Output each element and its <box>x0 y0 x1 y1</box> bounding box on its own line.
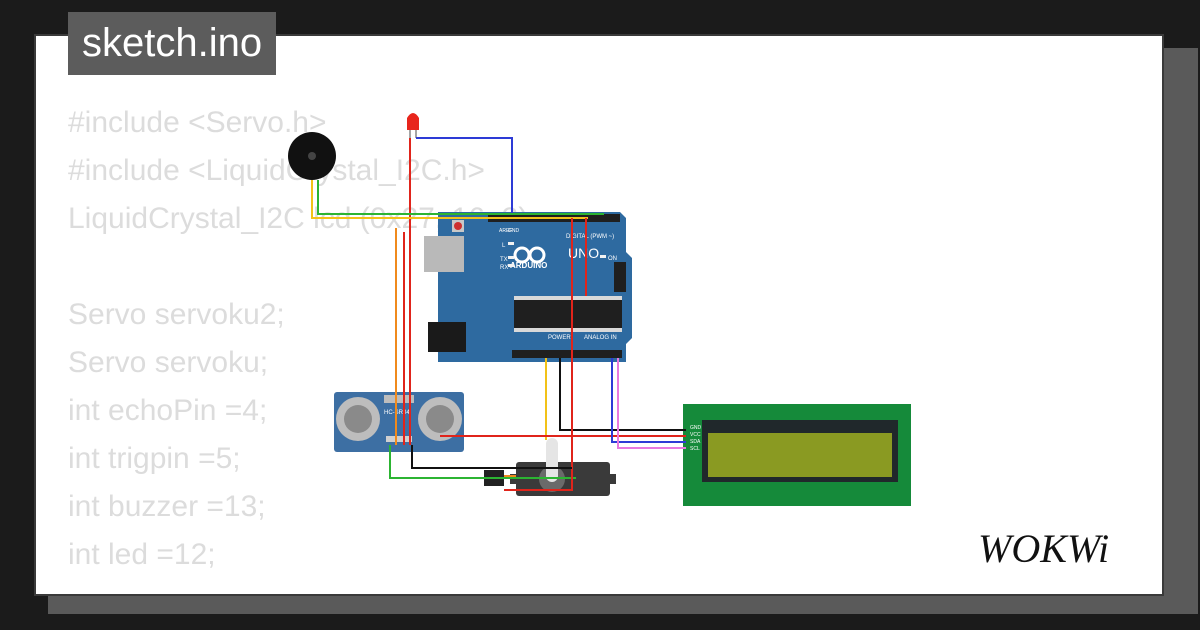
lcd-screen <box>708 433 892 477</box>
led-l <box>508 242 514 245</box>
code-line: Servo servoku; <box>68 346 269 379</box>
on-label: ON <box>608 256 617 262</box>
arduino-brand: ARDUINO <box>510 261 547 270</box>
wire-sensor-green <box>389 445 576 479</box>
led-tx <box>508 256 514 259</box>
led-rx-label: RX <box>500 265 508 271</box>
code-line: int trigpin =5; <box>68 442 241 475</box>
infinity-logo-right <box>528 246 546 264</box>
icsp-header <box>614 262 626 292</box>
code-line: #include <LiquidCrystal_I2C.h> <box>68 154 485 187</box>
ultrasonic-sensor[interactable]: HC-SR04 <box>334 392 464 452</box>
sensor-label: HC-SR04 <box>384 410 410 416</box>
sketch-title[interactable]: sketch.ino <box>68 12 277 75</box>
arduino-model: UNO <box>568 245 599 261</box>
code-line: int echoPin =4; <box>68 394 268 427</box>
sensor-pins[interactable] <box>386 436 412 442</box>
lcd-pin-gnd: GND <box>690 425 702 431</box>
servo-horn[interactable] <box>546 438 558 482</box>
wire-sensor-black <box>411 445 572 469</box>
servo-mount-right <box>608 474 616 484</box>
reset-button-cap <box>454 222 462 230</box>
code-line: Servo servoku2; <box>68 298 285 331</box>
power-header-label: POWER <box>548 335 571 341</box>
wire-led-blue <box>416 137 513 214</box>
code-line: int buzzer =13; <box>68 490 266 523</box>
wire-buzzer-green <box>317 180 604 215</box>
buzzer-hole <box>308 152 316 160</box>
digital-header-label: DIGITAL (PWM ~) <box>566 234 614 240</box>
chip-socket-bottom <box>514 328 622 332</box>
sensor-transmitter-mesh <box>344 405 372 433</box>
red-led[interactable] <box>407 113 419 138</box>
arduino-uno-board[interactable]: ARDUINO UNO DIGITAL (PWM ~) ANALOG IN PO… <box>424 212 632 362</box>
wire-gnd-black <box>559 358 686 431</box>
code-line: int led =12; <box>68 538 216 571</box>
analog-header-label: ANALOG IN <box>584 335 617 341</box>
sensor-crystal <box>384 395 414 403</box>
chip-socket-top <box>514 296 622 300</box>
atmega-chip <box>514 300 622 328</box>
led-l-label: L <box>502 243 506 249</box>
gnd-label: GND <box>508 228 520 234</box>
usb-port <box>424 236 464 272</box>
wire-servo-red <box>504 218 573 491</box>
code-line: #include <Servo.h> <box>68 106 327 139</box>
wire-lcd-blue <box>611 358 686 443</box>
sensor-receiver-mesh <box>426 405 454 433</box>
buzzer[interactable] <box>288 132 336 180</box>
led-on <box>600 255 606 258</box>
wire-lcd-pink <box>617 358 686 449</box>
lcd-pin-vcc: VCC <box>690 432 701 438</box>
lcd-i2c-display[interactable]: GND VCC SDA SCL <box>683 404 911 506</box>
wires <box>311 137 686 491</box>
wokwi-logo[interactable]: WOKWi <box>974 524 1150 570</box>
lcd-pin-sda: SDA <box>690 439 701 445</box>
aref-label: AREF <box>499 228 512 234</box>
wokwi-logo-text: WOKWi <box>978 526 1109 570</box>
led-rx <box>508 264 514 267</box>
wire-buzzer-yellow <box>311 180 588 219</box>
power-analog-header[interactable] <box>512 350 622 358</box>
power-jack <box>428 322 466 352</box>
lcd-pin-scl: SCL <box>690 446 700 452</box>
led-tx-label: TX <box>500 257 508 263</box>
